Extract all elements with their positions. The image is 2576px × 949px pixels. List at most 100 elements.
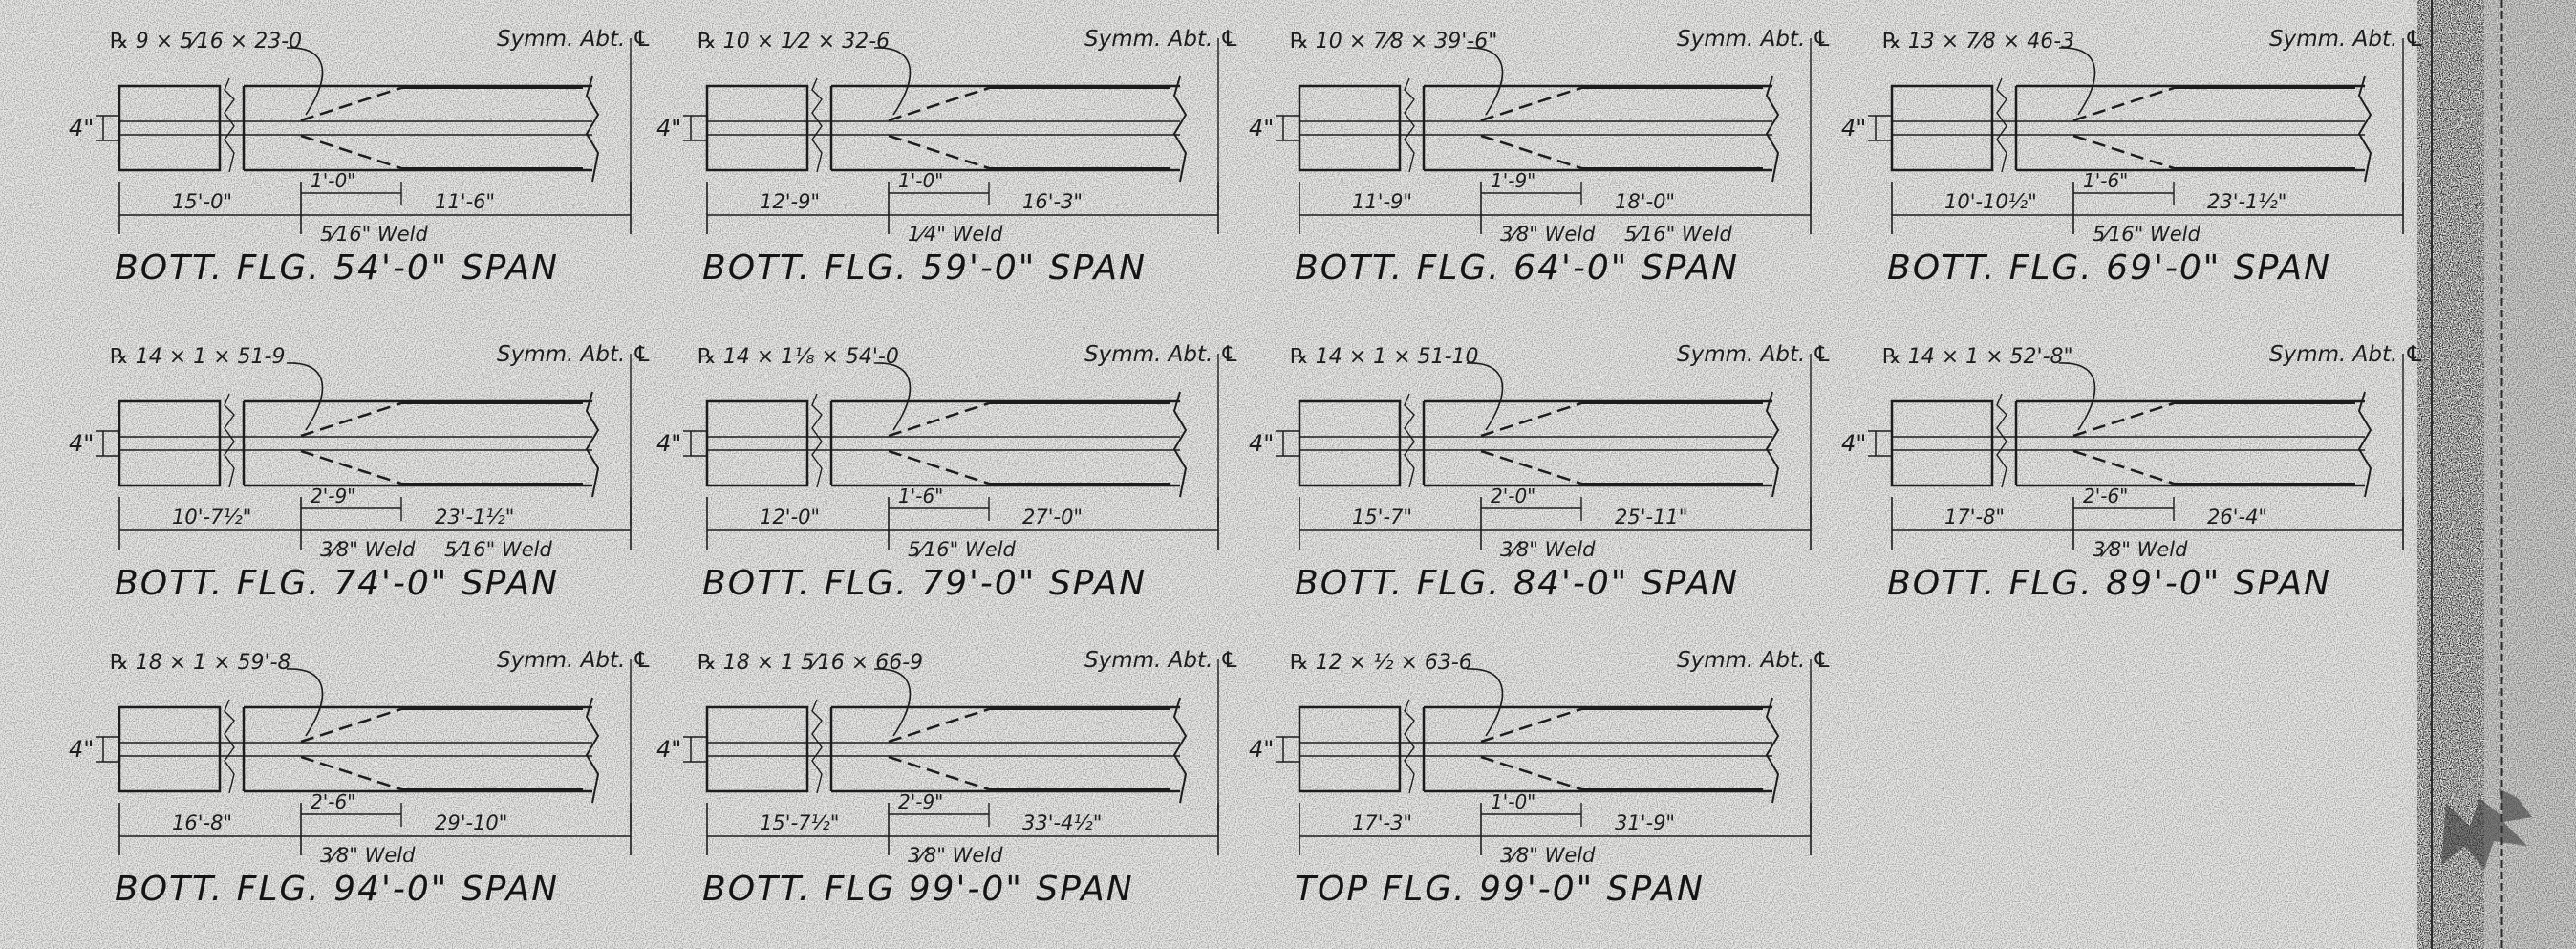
break-line [1172,391,1188,498]
flange-segment [2014,399,2365,487]
depth-dim [1868,430,1892,457]
detail-caption: BOTT. FLG. 79'-0" SPAN [702,564,1147,603]
break-line [811,699,823,794]
plate-taper [1480,86,1582,170]
plate-taper [300,707,402,791]
dim-right: 11'-6" [435,190,495,213]
web-lines [119,120,592,136]
weld-note: 1⁄4" Weld [908,223,1003,246]
dim-taper: 2'-0" [1491,485,1535,507]
dim-left: 17'-8" [1944,506,2005,528]
weld-note: 3⁄8" Weld [1500,538,1596,561]
flange-stub [1298,84,1402,172]
dim-left: 12'-0" [760,506,820,528]
symm-label: Symm. Abt. ℄ [2269,27,2424,52]
plate-taper [300,401,402,485]
flange-stub [1298,705,1402,793]
weld-note: 3⁄8" Weld [320,844,416,867]
plate-taper [888,401,990,485]
dim-right: 23'-1½" [435,506,514,528]
leader-line [286,668,324,737]
dim-left: 10'-10½" [1944,190,2037,213]
depth-dim [1276,736,1299,763]
dim-right: 18'-0" [1615,190,1675,213]
dim-left: 12'-9" [760,190,820,213]
detail-caption: BOTT. FLG. 64'-0" SPAN [1295,248,1739,288]
dimension-lines [1891,497,2404,550]
taper-dim [2073,182,2175,205]
plate-label: ℞ 13 × 7⁄8 × 46-3 [1882,30,2074,54]
weld-note: 5⁄16" Weld [320,223,428,246]
plate-edge [989,708,1170,790]
detail-caption: BOTT. FLG. 84'-0" SPAN [1295,564,1739,603]
weld-note: 5⁄16" Weld [908,538,1016,561]
taper-dim [301,497,402,521]
symm-label: Symm. Abt. ℄ [1084,27,1239,52]
break-line [1172,75,1188,183]
detail-caption: BOTT. FLG. 59'-0" SPAN [702,248,1147,288]
plate-edge [401,87,583,169]
dimension-lines [118,497,632,550]
flange-stub [705,84,809,172]
plate-taper [2072,401,2175,485]
plate-label: ℞ 18 × 1 × 59'-8 [110,651,291,675]
flange-segment [829,84,1180,172]
break-line [2357,75,2372,183]
dimension-lines [1299,803,1812,855]
plate-label: ℞ 14 × 1 × 51-10 [1290,345,1478,369]
taper-dim [1481,497,1582,521]
depth-dim [96,115,119,141]
leader-line [873,362,912,431]
break-line [224,393,235,488]
dimension-lines [118,182,632,234]
dim-right: 23'-1½" [2207,190,2286,213]
plate-taper [300,86,402,170]
break-line [1765,391,1780,498]
flange-segment [829,705,1180,793]
web-lines [119,742,592,757]
plate-label: ℞ 9 × 5⁄16 × 23-0 [110,30,302,54]
dim-taper: 2'-6" [2083,485,2128,507]
symm-label: Symm. Abt. ℄ [2269,342,2424,367]
plate-taper [1480,401,1582,485]
plate-taper [2072,86,2175,170]
leader-line [873,668,912,737]
web-lines [1299,120,1772,136]
taper-dim [889,182,990,205]
plate-edge [1581,402,1763,485]
taper-dim [889,803,990,827]
depth-dim [683,430,707,457]
taper-dim [1481,182,1582,205]
depth-dim [96,736,119,763]
leader-line [2058,47,2096,116]
plate-edge [2174,87,2355,169]
dim-taper: 1'-0" [1491,790,1535,813]
depth-label: 4" [1249,115,1274,141]
detail-caption: BOTT. FLG 99'-0" SPAN [702,870,1134,909]
depth-label: 4" [656,430,681,457]
web-lines [1299,436,1772,451]
weld-note: 3⁄8" Weld [2093,538,2188,561]
plate-label: ℞ 14 × 1 × 51-9 [110,345,285,369]
depth-label: 4" [1249,736,1274,763]
dimension-lines [706,182,1219,234]
plate-edge [2174,402,2355,485]
break-line [2357,391,2372,498]
leader-line [2058,362,2096,431]
depth-label: 4" [656,736,681,763]
web-lines [707,120,1180,136]
dimension-lines [118,803,632,855]
plate-taper [888,707,990,791]
flange-segment [242,399,592,487]
leader-line [873,47,912,116]
web-lines [707,436,1180,451]
flange-detail: 4"℞ 10 × 7⁄8 × 39'-6"Symm. Abt. ℄11'-9"1… [1249,27,1832,288]
depth-label: 4" [69,736,94,763]
dim-taper: 1'-6" [2083,169,2128,192]
